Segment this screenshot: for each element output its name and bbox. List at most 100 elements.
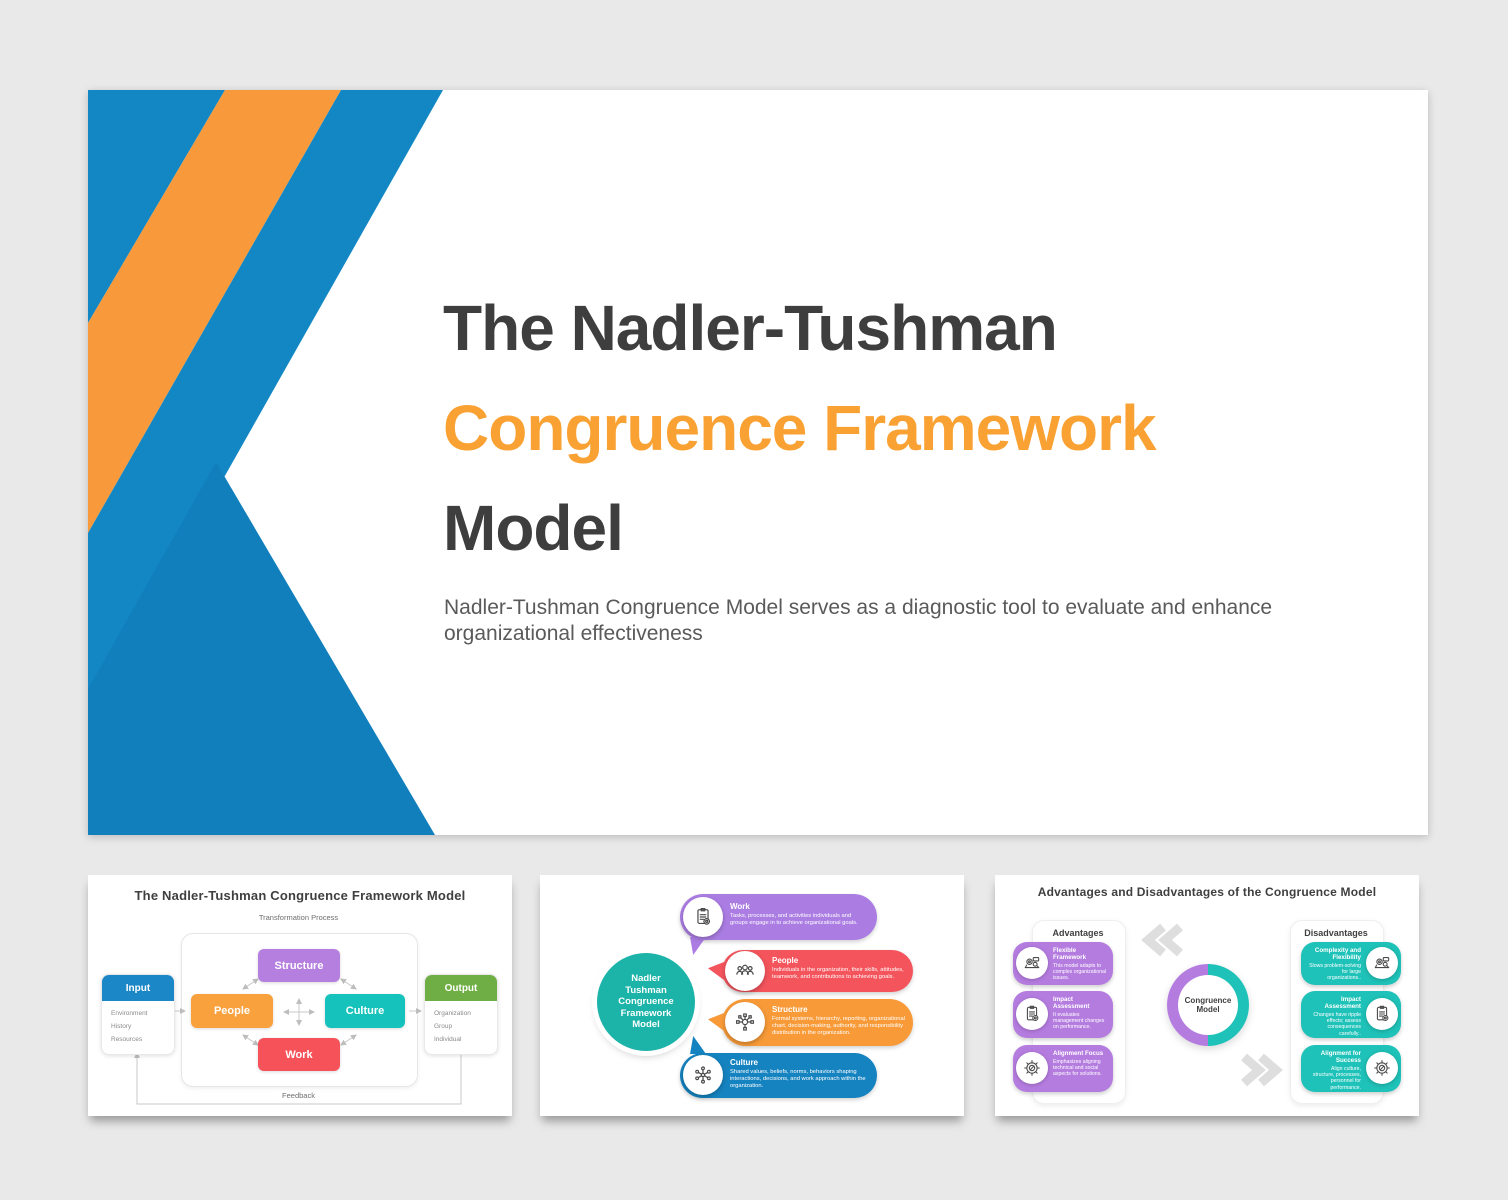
output-card: Output Organization Group Individual xyxy=(424,974,498,1055)
input-item: Resources xyxy=(111,1036,143,1043)
disadvantage-desc: Slows problem-solving for large organiza… xyxy=(1309,962,1361,982)
disadvantage-icon-circle xyxy=(1366,998,1398,1030)
culture-icon-circle xyxy=(683,1055,723,1095)
disadvantage-title: Alignment for Success xyxy=(1320,1050,1361,1064)
advantage-title: Alignment Focus xyxy=(1053,1050,1104,1057)
slide-corner-decoration xyxy=(88,90,443,835)
diagram-arrows xyxy=(134,978,462,1105)
circle-line: Model xyxy=(632,1019,660,1031)
machine-gears-icon xyxy=(1022,953,1042,973)
work-box: Work xyxy=(258,1038,340,1071)
output-header: Output xyxy=(425,975,497,1001)
target-gauge-icon xyxy=(1022,1058,1042,1078)
structure-bubble-text: Structure Formal systems, hierarchy, rep… xyxy=(772,1005,910,1038)
people-icon-circle xyxy=(725,951,765,991)
feedback-loop-line xyxy=(134,1051,462,1105)
disadvantage-item: Impact Assessment Changes have ripple ef… xyxy=(1301,991,1401,1038)
circle-line: Nadler xyxy=(631,973,661,985)
thumbnail-slide-advantages[interactable]: Advantages and Disadvantages of the Cong… xyxy=(995,875,1419,1116)
left-chevron-icon xyxy=(1141,923,1166,957)
congruence-model-donut: Congruence Model xyxy=(1167,964,1249,1046)
donut-label-line: Model xyxy=(1196,1005,1220,1014)
advantage-icon-circle xyxy=(1016,998,1048,1030)
disadvantage-icon-circle xyxy=(1366,1052,1398,1084)
advantage-item: Impact Assessment It evaluates managemen… xyxy=(1013,991,1113,1038)
circle-line: Framework xyxy=(620,1007,672,1019)
target-gauge-icon xyxy=(1372,1058,1392,1078)
right-chevron-icon xyxy=(1258,1053,1283,1087)
culture-network-icon xyxy=(692,1064,714,1086)
people-structure-arrow xyxy=(242,978,259,990)
structure-icon-circle xyxy=(725,1002,765,1042)
output-item: Organization xyxy=(434,1010,471,1017)
structure-bubble-desc: Formal systems, hierarchy, reporting, or… xyxy=(772,1016,905,1037)
blue-triangle-bottom-shape xyxy=(88,462,435,835)
clipboard-gear-icon xyxy=(1022,1004,1042,1024)
advantage-icon-circle xyxy=(1016,1052,1048,1084)
right-chevron-icon xyxy=(1241,1053,1266,1087)
advantage-title: Flexible Framework xyxy=(1053,947,1087,961)
input-item: Environment xyxy=(111,1010,148,1017)
transformation-process-label: Transformation Process xyxy=(258,913,339,922)
structure-bubble-title: Structure xyxy=(772,1005,808,1014)
people-work-arrow xyxy=(242,1034,259,1046)
input-card: Input Environment History Resources xyxy=(101,974,175,1055)
machine-gears-icon xyxy=(1372,953,1392,973)
advantage-title: Impact Assessment xyxy=(1053,996,1090,1010)
slide3-title: Advantages and Disadvantages of the Cong… xyxy=(1037,885,1377,899)
people-bubble-title: People xyxy=(772,956,799,965)
people-box: People xyxy=(191,994,273,1028)
culture-bubble-text: Culture Shared values, beliefs, norms, b… xyxy=(730,1058,870,1091)
left-chevron-icon xyxy=(1158,923,1183,957)
chevron-decorations xyxy=(1141,923,1283,1087)
advantages-header: Advantages xyxy=(1052,928,1104,938)
disadvantage-desc: Align culture, structure, processes, per… xyxy=(1312,1065,1361,1091)
clipboard-gear-icon xyxy=(692,906,714,928)
disadvantage-title: Complexity and Flexibility xyxy=(1314,947,1361,961)
structure-bubble-tail xyxy=(708,1013,724,1031)
structure-box: Structure xyxy=(258,949,340,982)
circle-line: Tushman xyxy=(625,984,667,996)
output-item: Individual xyxy=(434,1036,462,1043)
input-header: Input xyxy=(102,975,174,1001)
title-line-2: Congruence Framework xyxy=(443,392,1157,464)
main-slide-subtitle: Nadler-Tushman Congruence Model serves a… xyxy=(444,596,1273,645)
disadvantage-item: Complexity and Flexibility Slows problem… xyxy=(1301,942,1401,985)
slide1-title: The Nadler-Tushman Congruence Framework … xyxy=(134,888,466,903)
work-bubble-text: Work Tasks, processes, and activities in… xyxy=(730,902,870,927)
thumbnail-slide-bubbles[interactable]: Work Tasks, processes, and activities in… xyxy=(540,875,964,1116)
input-item: History xyxy=(111,1023,132,1030)
advantage-icon-circle xyxy=(1016,947,1048,979)
circle-line: Congruence xyxy=(618,996,674,1008)
structure-culture-arrow xyxy=(340,978,357,990)
output-item: Group xyxy=(434,1023,453,1030)
disadvantage-icon-circle xyxy=(1366,947,1398,979)
culture-bubble-desc: Shared values, beliefs, norms, behaviors… xyxy=(730,1069,866,1090)
hierarchy-network-icon xyxy=(734,1011,756,1033)
people-bubble-tail xyxy=(708,962,724,980)
work-culture-arrow xyxy=(340,1034,357,1046)
people-bubble-desc: Individuals in the organization, their s… xyxy=(772,967,904,981)
culture-bubble-title: Culture xyxy=(730,1058,758,1067)
work-bubble-desc: Tasks, processes, and activities individ… xyxy=(730,913,858,927)
center-model-circle: Nadler Tushman Congruence Framework Mode… xyxy=(597,953,695,1051)
culture-bubble-tail xyxy=(690,1036,706,1054)
title-line-3: Model xyxy=(443,492,624,564)
disadvantage-desc: Changes have ripple effects; assess cons… xyxy=(1313,1011,1361,1037)
people-group-icon xyxy=(734,960,756,982)
main-slide-preview: The Nadler-Tushman Congruence Framework … xyxy=(88,90,1428,835)
advantage-desc: This model adapts to complex organizatio… xyxy=(1053,962,1107,982)
disadvantage-item: Alignment for Success Align culture, str… xyxy=(1301,1045,1401,1092)
advantage-item: Alignment Focus Emphasizes aligning tech… xyxy=(1013,1045,1113,1092)
disadvantages-header: Disadvantages xyxy=(1304,928,1368,938)
thumbnail-slide-diagram[interactable]: The Nadler-Tushman Congruence Framework … xyxy=(88,875,512,1116)
feedback-label: Feedback xyxy=(181,1091,416,1100)
title-line-1: The Nadler-Tushman xyxy=(443,292,1058,364)
work-bubble-tail xyxy=(690,937,706,955)
advantage-item: Flexible Framework This model adapts to … xyxy=(1013,942,1113,985)
advantage-desc: Emphasizes aligning technical and social… xyxy=(1053,1058,1102,1078)
donut-label-line: Congruence xyxy=(1184,995,1232,1005)
people-bubble-text: People Individuals in the organization, … xyxy=(772,956,907,981)
main-slide-title: The Nadler-Tushman Congruence Framework … xyxy=(443,278,1343,578)
